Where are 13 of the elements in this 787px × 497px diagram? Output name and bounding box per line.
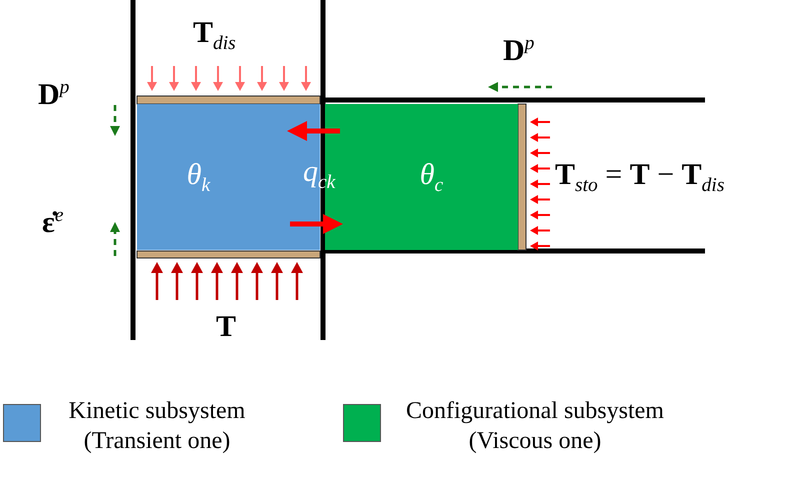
flux-arrow: [290, 214, 343, 234]
symbol-label: T$_{sto}$ = T − T$_{dis}$: [555, 160, 724, 196]
flux-arrow: [287, 121, 340, 141]
symbol-label: D$^{p}$: [503, 34, 534, 66]
symbol-label: T: [216, 312, 236, 342]
symbol-label: θ$_{k}$: [186, 158, 210, 196]
symbol-label: ε̇$^{e}$: [42, 206, 64, 238]
symbol-label: θ$_{c}$: [420, 158, 444, 196]
legend-text: Configurational subsystem (Viscous one): [405, 397, 665, 456]
symbol-label: D$^{p}$: [38, 78, 70, 110]
symbol-label: T$_{dis}$: [193, 18, 236, 54]
legend-text: Kinetic subsystem (Transient one): [68, 397, 246, 456]
subsystem-box: [137, 104, 320, 250]
